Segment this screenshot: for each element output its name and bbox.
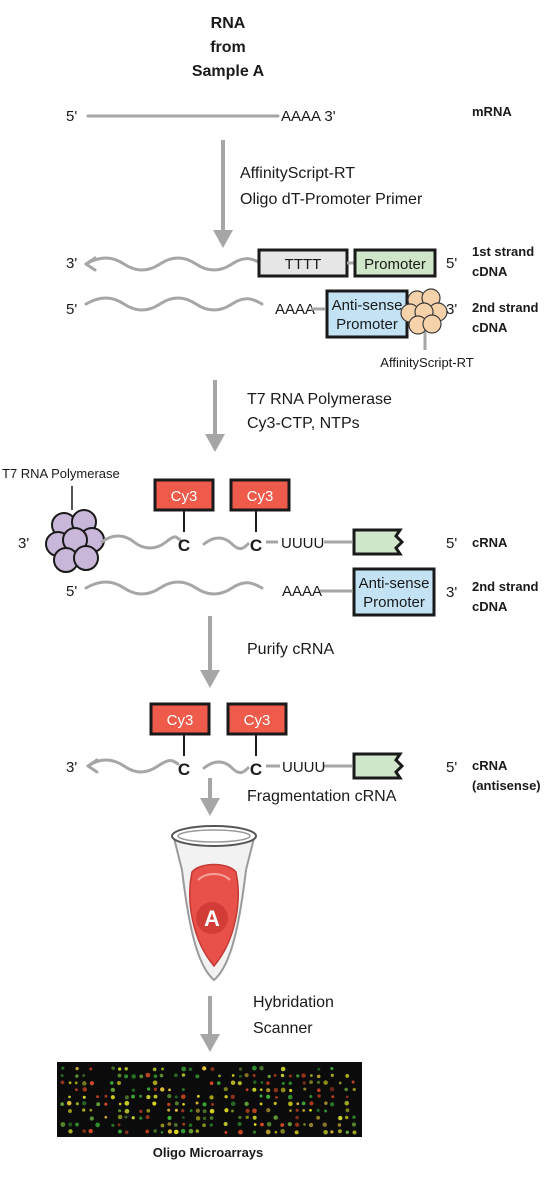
step-1-text: AffinityScript-RT Oligo dT-Promoter Prim… <box>240 165 423 208</box>
step-2-line-1: T7 RNA Polymerase <box>247 391 392 408</box>
second-strand-b-label-1: 2nd strand <box>472 579 539 594</box>
second-strand-b-5prime: 5' <box>66 583 77 600</box>
cy3-label-2: Cy3 <box>247 488 274 505</box>
mrna-label: mRNA <box>472 104 512 119</box>
arrow-step-1 <box>213 140 233 248</box>
arrow-step-5 <box>200 996 220 1052</box>
antisense-promoter-box-b <box>352 567 436 617</box>
purified-wave-2 <box>202 760 250 775</box>
step-2-text: T7 RNA Polymerase Cy3-CTP, NTPs <box>247 391 392 432</box>
arrow-step-2 <box>205 380 225 452</box>
cy3-box-2 <box>229 478 291 512</box>
mrna-5prime: 5' <box>66 108 77 125</box>
first-strand-label-2: cDNA <box>472 264 508 279</box>
step-5-line-1: Hybridation <box>253 994 334 1011</box>
header-line-1: RNA <box>211 15 246 32</box>
second-strand-5prime: 5' <box>66 301 77 318</box>
arrow-step-3 <box>200 616 220 688</box>
second-strand-label-2: cDNA <box>472 320 508 335</box>
t7-enzyme-label: T7 RNA Polymerase <box>2 466 120 481</box>
step-1-line-2: Oligo dT-Promoter Primer <box>240 191 423 208</box>
purified-c-label-1: C <box>178 760 190 779</box>
antisense-line-2: Promoter <box>336 316 398 333</box>
purified-3prime: 3' <box>66 759 77 776</box>
tttt-box <box>257 248 349 278</box>
second-strand-b-label-2: cDNA <box>472 599 508 614</box>
purified-label-2: (antisense) <box>472 778 541 793</box>
rt-enzyme-label: AffinityScript-RT <box>380 355 473 370</box>
second-strand-b-wave <box>84 580 264 596</box>
first-strand-5prime: 5' <box>446 255 457 272</box>
antisense-b-line-2: Promoter <box>363 594 425 611</box>
second-strand-b-3prime: 3' <box>446 584 457 601</box>
header-line-2: from <box>210 39 246 56</box>
purified-crna-row: Cy3 Cy3 3' C C UUUU 5' cRNA (antisense) <box>66 702 541 793</box>
purified-5prime: 5' <box>446 759 457 776</box>
arrow-step-4 <box>200 778 220 816</box>
antisense-line-1: Anti-sense <box>332 297 403 314</box>
first-strand-row: 3' TTTT Promoter 5' 1st strand cDNA <box>66 244 534 279</box>
step-4-text: Fragmentation cRNA <box>247 788 397 805</box>
t7-polymerase-enzyme-icon <box>45 486 105 573</box>
second-strand-row: 5' AAAA Anti-sense Promoter 3' 2nd stran… <box>66 288 539 370</box>
header: RNA from Sample A <box>192 15 265 80</box>
affinityscript-rt-enzyme-icon <box>400 288 448 350</box>
uuuu-label: UUUU <box>281 535 324 552</box>
promoter-label: Promoter <box>364 256 426 273</box>
promoter-fragment <box>352 528 405 556</box>
step-1-line-1: AffinityScript-RT <box>240 165 355 182</box>
step-3-line-1: Purify cRNA <box>247 641 334 658</box>
c-label-2: C <box>250 536 262 555</box>
crna-5prime: 5' <box>446 535 457 552</box>
mrna-tail: AAAA 3' <box>281 108 336 125</box>
step-5-text: Hybridation Scanner <box>253 994 334 1037</box>
purified-promoter-fragment <box>352 752 405 780</box>
first-strand-wave <box>84 256 262 272</box>
purified-c-label-2: C <box>250 760 262 779</box>
header-line-3: Sample A <box>192 63 265 80</box>
antisense-b-line-1: Anti-sense <box>359 575 430 592</box>
purified-cy3-label-1: Cy3 <box>167 712 194 729</box>
second-strand-wave <box>84 296 264 312</box>
crna-label: cRNA <box>472 535 508 550</box>
purified-cy3-label-2: Cy3 <box>244 712 271 729</box>
tube-letter: A <box>204 906 220 931</box>
promoter-box <box>353 248 437 278</box>
tttt-label: TTTT <box>285 256 322 273</box>
step-4-line-1: Fragmentation cRNA <box>247 788 397 805</box>
purified-wave-1 <box>86 758 180 774</box>
crna-wave-1 <box>100 534 182 550</box>
first-strand-label-1: 1st strand <box>472 244 534 259</box>
sample-tube-icon: A <box>171 825 257 982</box>
transcription-row: T7 RNA Polymerase 3' Cy3 Cy3 C C UUUU 5'… <box>2 466 508 573</box>
second-strand-tail: AAAA <box>275 301 315 318</box>
purified-cy3-box-1 <box>149 702 211 736</box>
microarray-image <box>57 1062 362 1137</box>
purified-label-1: cRNA <box>472 758 508 773</box>
purified-uuuu-label: UUUU <box>282 759 325 776</box>
step-5-line-2: Scanner <box>253 1020 313 1037</box>
step-2-line-2: Cy3-CTP, NTPs <box>247 415 360 432</box>
cy3-label-1: Cy3 <box>171 488 198 505</box>
crna-3prime: 3' <box>18 535 29 552</box>
first-strand-3prime: 3' <box>66 255 77 272</box>
footer-label: Oligo Microarrays <box>153 1145 264 1160</box>
step-3-text: Purify cRNA <box>247 641 334 658</box>
second-strand-b-tail: AAAA <box>282 583 322 600</box>
second-strand-label-1: 2nd strand <box>472 300 539 315</box>
crna-wave-2 <box>202 536 250 551</box>
second-strand-3prime: 3' <box>446 301 457 318</box>
mrna-row: 5' AAAA 3' mRNA <box>66 104 512 125</box>
second-strand-row-b: 5' AAAA Anti-sense Promoter 3' 2nd stran… <box>66 567 539 617</box>
c-label-1: C <box>178 536 190 555</box>
